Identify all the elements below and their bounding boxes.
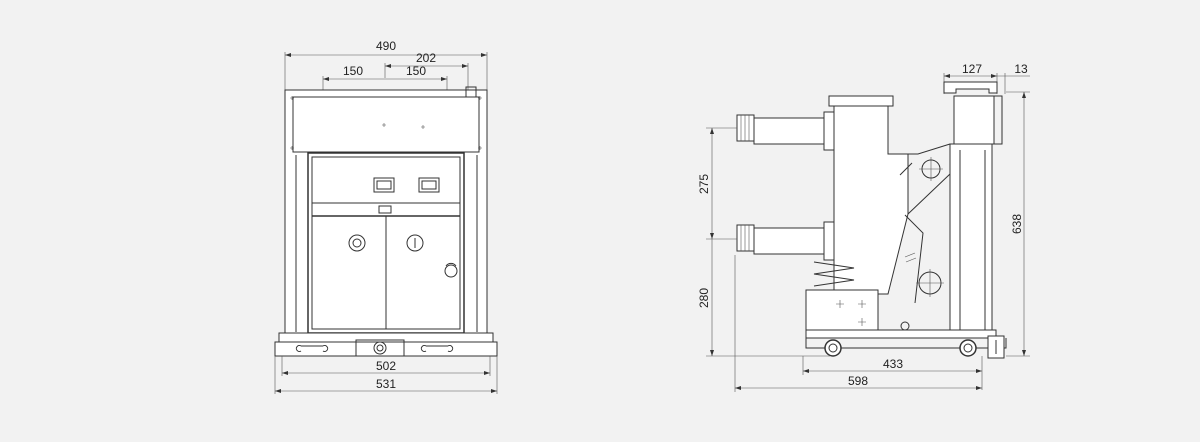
dim-contact-spacing: 275: [697, 127, 737, 240]
dim-wheel-base: 433: [802, 356, 983, 390]
front-base: [274, 332, 498, 357]
dim-overall-height: 638: [1006, 91, 1030, 357]
dim-label-lower-height: 280: [697, 288, 711, 308]
upper-insulator: [736, 111, 835, 151]
dim-label-top-small: 13: [1014, 62, 1028, 76]
dim-label-top-offset: 127: [962, 62, 982, 76]
dim-label-phase-right: 150: [406, 64, 426, 78]
dim-label-overall-width: 490: [376, 39, 396, 53]
dim-label-overall-height: 638: [1010, 214, 1024, 234]
dim-base-outer: 531: [274, 356, 498, 394]
dim-label-wheel-base: 433: [883, 357, 903, 371]
spring-mechanism: [813, 254, 855, 290]
dim-lower-height: 280: [697, 239, 830, 357]
dim-top-offset: 127 13: [943, 62, 1030, 94]
front-body: [284, 86, 488, 341]
side-frame: [828, 81, 1003, 335]
dim-label-contact-spacing: 275: [697, 174, 711, 194]
dim-overall-depth: 598: [734, 255, 982, 392]
dim-base-inner: 502: [281, 356, 491, 376]
side-view: 127 13: [697, 62, 1030, 392]
dim-label-overall-depth: 598: [848, 374, 868, 388]
dim-label-base-inner: 502: [376, 359, 396, 373]
dim-phase-spacing: 150 150: [322, 64, 448, 125]
lower-insulator: [736, 221, 835, 261]
dim-label-contact-offset: 202: [416, 51, 436, 65]
dim-label-base-outer: 531: [376, 377, 396, 391]
dim-overall-width: 490: [284, 39, 488, 92]
side-chassis: [805, 289, 1007, 359]
dim-label-phase-left: 150: [343, 64, 363, 78]
dim-contact-offset: 202: [384, 51, 469, 92]
front-view: 490 202 150 150: [274, 39, 498, 394]
